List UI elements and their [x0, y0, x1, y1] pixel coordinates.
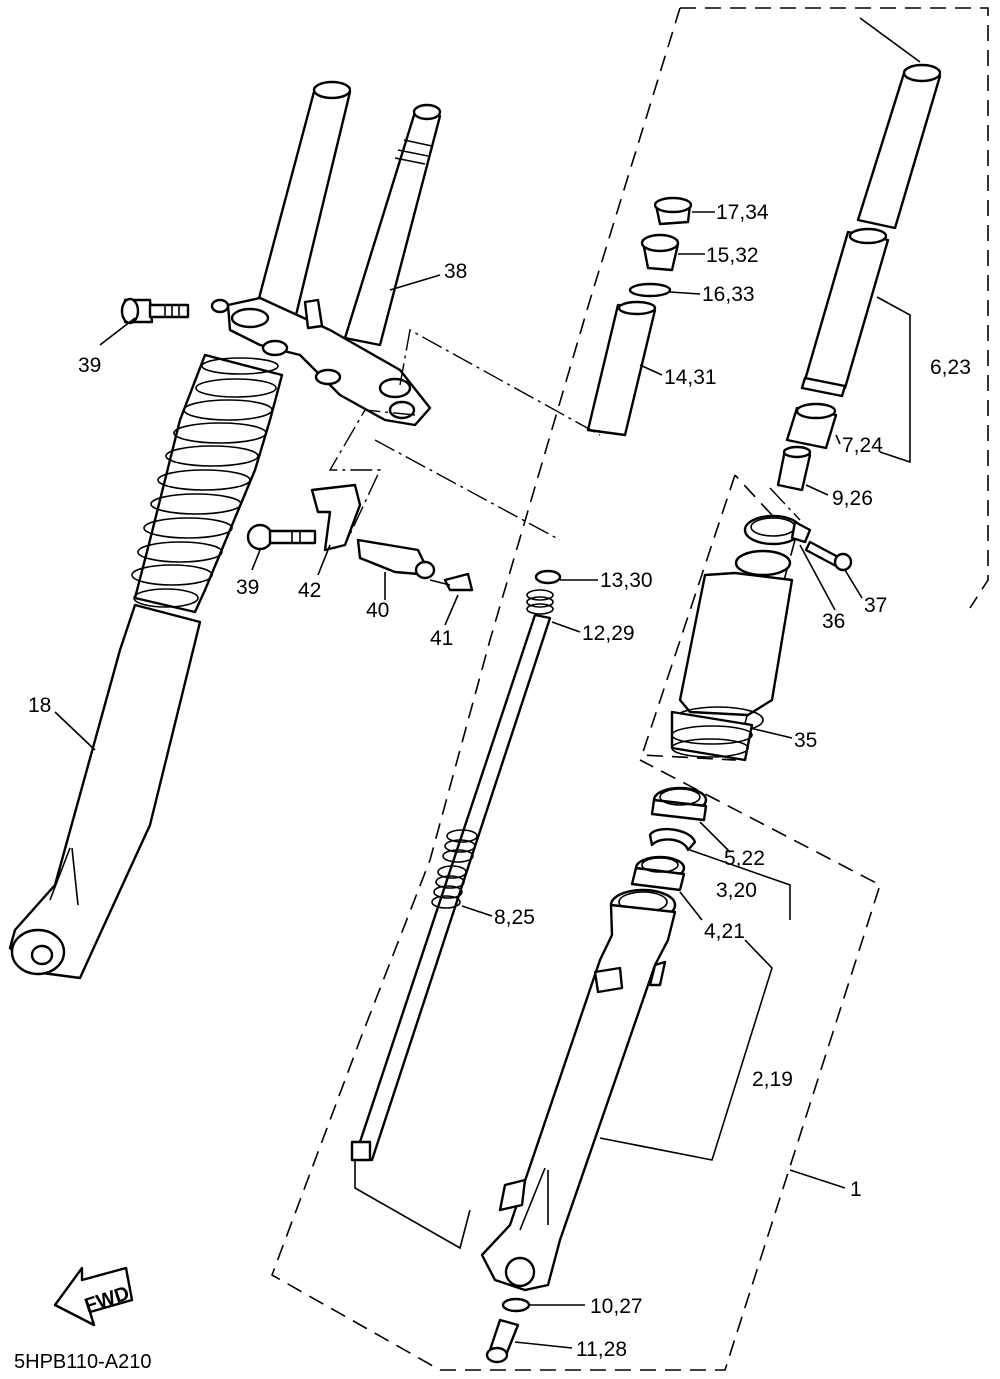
callout-14-31: 14,31: [664, 366, 717, 389]
callout-41: 41: [430, 627, 453, 650]
callout-15-32: 15,32: [706, 244, 759, 267]
washer-10-27: [501, 1297, 531, 1313]
callout-37: 37: [864, 594, 887, 617]
group-outline-upper-right: [271, 7, 989, 1371]
clamp-36: [743, 514, 812, 546]
callout-5-22: 5,22: [724, 847, 765, 870]
callout-4-21: 4,21: [704, 920, 745, 943]
callout-39-lower: 39: [236, 576, 259, 599]
assembled-fork-left: [8, 80, 442, 980]
bolt-39-upper: [120, 297, 230, 325]
callout-36: 36: [822, 610, 845, 633]
callout-8-25: 8,25: [494, 906, 535, 929]
bolt-39-lower: [246, 523, 317, 551]
o-ring-16-33: [628, 282, 672, 298]
spring-8-25: [431, 829, 478, 909]
bolt-11-28: [485, 1318, 520, 1364]
callout-12-29: 12,29: [582, 622, 635, 645]
spacer-14-31: [586, 300, 657, 437]
holder-40: [356, 538, 432, 577]
group-outline-boot: [640, 474, 796, 761]
callout-42: 42: [298, 579, 321, 602]
callout-7-24: 7,24: [842, 434, 883, 457]
callout-2-19: 2,19: [752, 1068, 793, 1091]
callout-6-23: 6,23: [930, 356, 971, 379]
inner-tube-6-23: [800, 63, 942, 398]
clip-3-20: [648, 827, 697, 852]
brake-hose-holder-set: [246, 483, 474, 592]
oil-lock-piece-9-26: [776, 445, 812, 492]
callout-40: 40: [366, 599, 389, 622]
callout-11-28: 11,28: [576, 1338, 627, 1361]
bellows-boot-left: [131, 353, 284, 614]
bolt-41: [443, 572, 474, 592]
reference-lines: [328, 17, 921, 1250]
steering-stem-tube: [343, 110, 442, 347]
screw-37: [804, 540, 853, 572]
callout-39-upper: 39: [78, 354, 101, 377]
piston-metal-7-24: [785, 402, 838, 450]
bracket-42: [310, 483, 362, 552]
collar-15-32: [640, 233, 680, 272]
callout-17-34: 17,34: [716, 201, 769, 224]
callout-13-30: 13,30: [600, 569, 653, 592]
outer-tube-left: [8, 603, 202, 980]
callout-9-26: 9,26: [832, 487, 873, 510]
callout-35: 35: [794, 729, 817, 752]
outer-tube-2-19: [480, 888, 677, 1292]
callout-labels: 17,34 15,32 16,33 14,31 38 39 39 42 40 4…: [14, 201, 971, 1373]
washer-13-30: [534, 569, 562, 585]
damper-rod: [350, 569, 562, 1162]
fork-boot-35: [670, 549, 794, 762]
callout-3-20: 3,20: [716, 879, 757, 902]
spring-12-29: [526, 589, 554, 615]
callout-leaders: [54, 211, 911, 1349]
diagram-code: 5HPB110-A210: [14, 1351, 152, 1373]
callout-38: 38: [444, 260, 467, 283]
fwd-arrow-icon: FWD: [53, 1266, 134, 1327]
callout-10-27: 10,27: [590, 1295, 643, 1318]
callout-1: 1: [850, 1178, 862, 1201]
washer-4-21: [630, 855, 686, 892]
cap-bolt-17-34: [653, 196, 693, 226]
oil-seal-5-22: [650, 786, 708, 822]
callout-18: 18: [28, 694, 51, 717]
callout-16-33: 16,33: [702, 283, 755, 306]
